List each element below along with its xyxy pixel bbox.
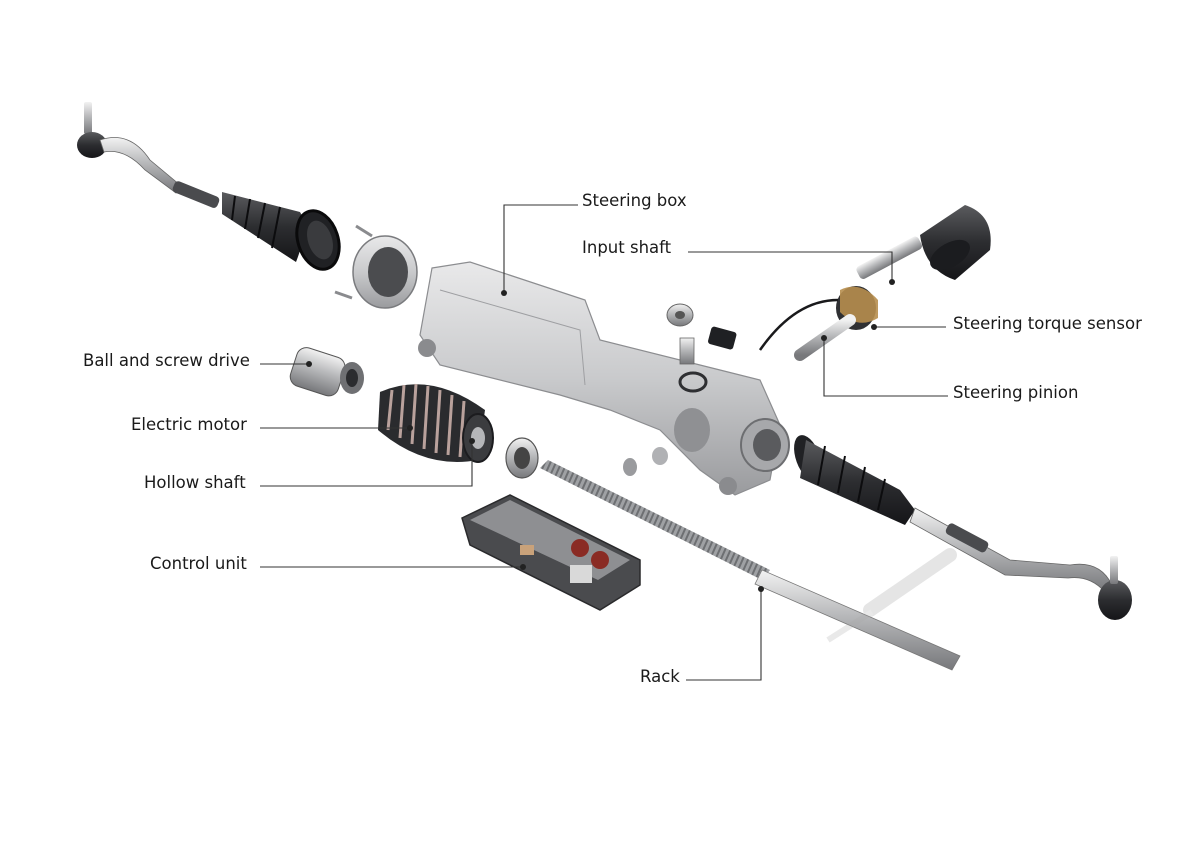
steering-box-housing [418,261,790,496]
label-steering-torque-sensor: Steering torque sensor [953,314,1142,333]
leader-hollow-shaft [260,441,473,487]
bearing-part [505,437,539,479]
label-rack: Rack [640,667,680,686]
ball-screw-drive-part [289,347,364,397]
leader-input-shaft [688,251,893,282]
leader-steering-pinion [823,338,948,397]
label-control-unit: Control unit [150,554,247,573]
left-tie-rod [77,102,220,208]
label-hollow-shaft: Hollow shaft [144,473,246,492]
pinion-small-parts [623,303,708,476]
ghost-pinion-outline [826,548,957,643]
label-electric-motor: Electric motor [131,415,247,434]
label-steering-pinion: Steering pinion [953,383,1079,402]
leader-lines [260,204,948,681]
label-ball-and-screw-drive: Ball and screw drive [83,351,250,370]
flange-ring [334,224,418,309]
leader-steering-box [503,204,578,293]
rack-part [540,460,961,671]
input-shaft-assembly [708,205,991,361]
right-tie-rod [909,507,1132,620]
leader-rack [686,589,762,681]
electric-motor-part [378,383,494,463]
right-bellow-boot [794,435,915,525]
control-unit-part [461,494,641,611]
left-bellow-boot [222,192,341,271]
label-input-shaft: Input shaft [582,238,672,257]
label-steering-box: Steering box [582,191,687,210]
